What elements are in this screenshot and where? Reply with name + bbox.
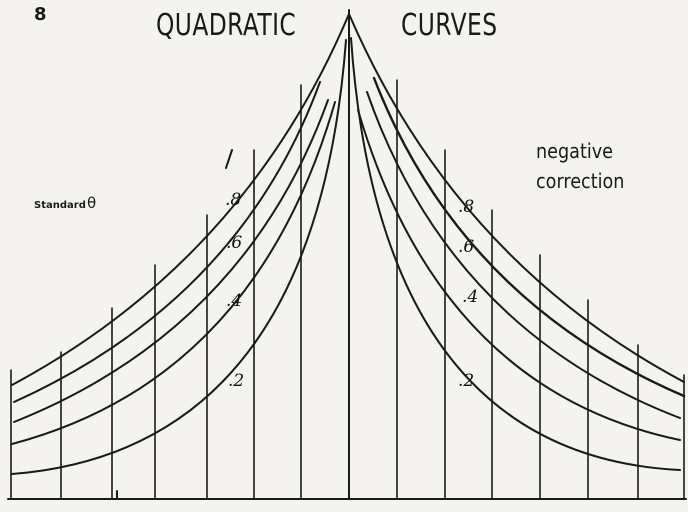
curve-right-06	[366, 91, 681, 419]
curve-left-02	[11, 39, 347, 475]
title-quadratic: QUADRATIC	[156, 8, 297, 43]
title-curves: CURVES	[401, 8, 498, 43]
label-right-06: .6	[458, 237, 474, 257]
negative-correction-line1: negative	[536, 139, 613, 163]
label-left-08: .8	[225, 190, 241, 210]
hand-tick-mark	[225, 149, 233, 169]
theta-symbol: θ	[87, 194, 97, 212]
label-left-06: .6	[226, 233, 242, 253]
curve-right-02	[350, 37, 681, 471]
label-right-02: .2	[458, 371, 474, 391]
page-number: 8	[34, 4, 47, 25]
curve-left-outer	[11, 13, 350, 386]
standard-label: Standard	[34, 200, 86, 211]
label-left-02: .2	[228, 371, 244, 391]
curve-right-outer	[348, 13, 685, 383]
label-left-04: .4	[226, 291, 242, 311]
label-right-08: .8	[458, 197, 474, 217]
negative-correction-line2: correction	[536, 169, 625, 193]
negative-correction-label: negative correction	[536, 136, 624, 196]
curve-left-08	[13, 81, 321, 403]
curve-left-04	[11, 101, 336, 445]
curve-right-08	[372, 76, 686, 398]
curve-left-06	[13, 99, 329, 423]
label-right-04: .4	[462, 287, 478, 307]
curve-right-04	[357, 109, 681, 441]
